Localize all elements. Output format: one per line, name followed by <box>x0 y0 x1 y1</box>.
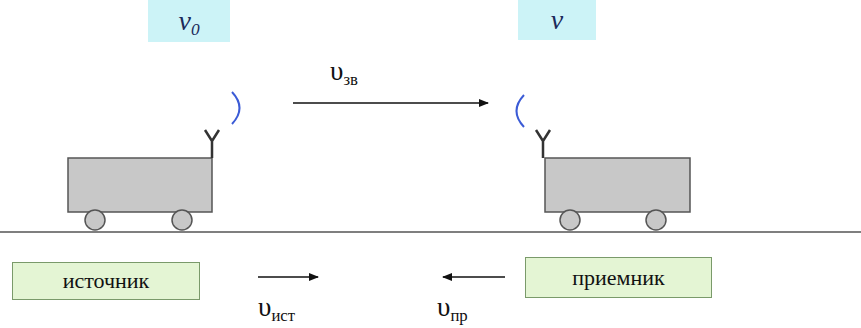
wave-arc <box>232 92 240 124</box>
frequency-symbol: ν0 <box>178 5 199 37</box>
velocity-symbol: υист <box>258 292 295 323</box>
role-name: приемник <box>572 265 664 291</box>
frequency-symbol: ν <box>551 4 563 36</box>
frequency-box: ν0 <box>148 0 230 42</box>
role-box: источник <box>12 262 200 300</box>
wave-arc <box>517 95 525 127</box>
velocity-symbol: υзв <box>330 56 358 87</box>
sound-arrow <box>293 102 488 104</box>
receiver-cart <box>536 130 690 230</box>
role-name: источник <box>63 268 150 294</box>
role-box: приемник <box>525 257 712 298</box>
ground-line <box>0 231 861 233</box>
source-cart <box>68 130 219 230</box>
velocity-symbol: υпр <box>437 292 468 323</box>
velocity-arrow <box>443 276 505 278</box>
frequency-box: ν <box>518 0 596 40</box>
velocity-arrow <box>258 276 318 278</box>
